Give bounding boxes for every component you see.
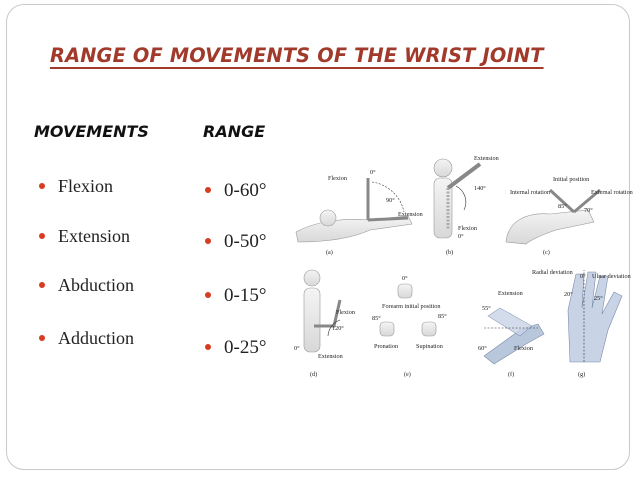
movement-item: Extension bbox=[39, 226, 130, 247]
movement-item: Flexion bbox=[39, 176, 113, 197]
panel-b: Extension 140° Flexion 0° (b) bbox=[433, 155, 499, 256]
arc bbox=[327, 319, 341, 337]
caption: (f) bbox=[508, 371, 514, 378]
panel-f: Extension 55° 60° Flexion (f) bbox=[478, 290, 545, 378]
caption: (c) bbox=[543, 249, 550, 256]
label: Extension bbox=[398, 211, 423, 218]
caption: (b) bbox=[446, 249, 453, 256]
label: 85° bbox=[372, 315, 381, 322]
bullet-icon bbox=[205, 292, 211, 299]
label: Flexion bbox=[458, 225, 477, 232]
bullet-icon bbox=[39, 183, 45, 190]
range-value: 0-15° bbox=[224, 285, 267, 306]
fist-icon bbox=[379, 321, 395, 337]
panel-g: Radial deviation 0° Ulnar deviation 20° … bbox=[532, 269, 631, 378]
label: Extension bbox=[498, 290, 523, 297]
label: 0° bbox=[402, 275, 408, 282]
range-value: 0-25° bbox=[224, 337, 267, 358]
label: 55° bbox=[482, 305, 491, 312]
caption: (e) bbox=[404, 371, 411, 378]
label: Radial deviation bbox=[532, 269, 573, 276]
range-value: 0-50° bbox=[224, 231, 267, 252]
arm-horizontal bbox=[367, 216, 409, 222]
label: 0° bbox=[294, 345, 300, 352]
label: 85° bbox=[558, 203, 567, 210]
panel-a: Flexion 0° 90° Extension (a) bbox=[295, 169, 423, 256]
label: Internal rotation bbox=[510, 189, 550, 196]
label: 25° bbox=[594, 295, 603, 302]
movement-label: Flexion bbox=[58, 176, 114, 196]
label: Flexion bbox=[328, 175, 347, 182]
label: Flexion bbox=[514, 345, 533, 352]
range-item: 0-15° bbox=[205, 285, 266, 307]
label: 20° bbox=[564, 291, 573, 298]
label: Supination bbox=[416, 343, 443, 350]
caption: (a) bbox=[326, 249, 333, 256]
movement-item: Adduction bbox=[39, 328, 134, 349]
panel-c: Initial position Internal rotation Exter… bbox=[505, 176, 633, 256]
label: 0° bbox=[458, 233, 464, 240]
reclined-body bbox=[505, 209, 595, 245]
bullet-icon bbox=[205, 187, 211, 194]
fist-icon bbox=[421, 321, 437, 337]
movement-item: Abduction bbox=[39, 275, 134, 296]
range-item: 0-25° bbox=[205, 337, 266, 359]
label: Flexion bbox=[336, 309, 355, 316]
bullet-icon bbox=[39, 233, 45, 240]
torso bbox=[303, 287, 321, 353]
label: 60° bbox=[478, 345, 487, 352]
bullet-icon bbox=[205, 238, 211, 245]
arm-internal bbox=[548, 188, 576, 214]
head bbox=[319, 209, 337, 227]
slide-title: RANGE OF MOVEMENTS OF THE WRIST JOINT bbox=[50, 44, 544, 67]
label: Initial position bbox=[553, 176, 589, 183]
arm-external bbox=[573, 188, 601, 214]
head bbox=[303, 269, 321, 287]
label: Pronation bbox=[374, 343, 398, 350]
range-of-motion-illustration: Flexion 0° 90° Extension (a) Extension 1… bbox=[294, 155, 633, 378]
label: Forearm initial position bbox=[382, 303, 440, 310]
forearm bbox=[314, 299, 342, 328]
movement-label: Extension bbox=[58, 226, 130, 246]
hand-deviation bbox=[567, 271, 623, 363]
label: 70° bbox=[584, 207, 593, 214]
panel-e: 0° Forearm initial position 85° 85° Pron… bbox=[372, 275, 447, 378]
label: 90° bbox=[386, 197, 395, 204]
label: Extension bbox=[318, 353, 343, 360]
arc bbox=[455, 185, 467, 211]
label: 120° bbox=[332, 325, 344, 332]
bullet-icon bbox=[205, 344, 211, 351]
label: 140° bbox=[474, 185, 486, 192]
range-value: 0-60° bbox=[224, 180, 267, 201]
label: External rotation bbox=[591, 189, 633, 196]
label: 0° bbox=[370, 169, 376, 176]
range-of-motion-figure: Flexion 0° 90° Extension (a) Extension 1… bbox=[288, 150, 638, 382]
movement-label: Adduction bbox=[58, 328, 134, 348]
movement-label: Abduction bbox=[58, 275, 134, 295]
range-item: 0-60° bbox=[205, 180, 266, 202]
movements-heading: MOVEMENTS bbox=[34, 122, 149, 141]
caption: (d) bbox=[310, 371, 317, 378]
panel-d: Flexion 120° 0° Extension (d) bbox=[294, 269, 355, 378]
label: Extension bbox=[474, 155, 499, 162]
head bbox=[433, 158, 453, 178]
arc bbox=[371, 181, 405, 213]
range-heading: RANGE bbox=[203, 122, 266, 141]
bullet-icon bbox=[39, 282, 45, 289]
label: 85° bbox=[438, 313, 447, 320]
range-item: 0-50° bbox=[205, 231, 266, 253]
label: Ulnar deviation bbox=[592, 273, 631, 280]
label: 0° bbox=[580, 273, 586, 280]
bullet-icon bbox=[39, 335, 45, 342]
hand-extension bbox=[487, 307, 533, 337]
caption: (g) bbox=[578, 371, 585, 378]
arm-raised bbox=[446, 162, 482, 190]
fist-icon bbox=[397, 283, 413, 299]
